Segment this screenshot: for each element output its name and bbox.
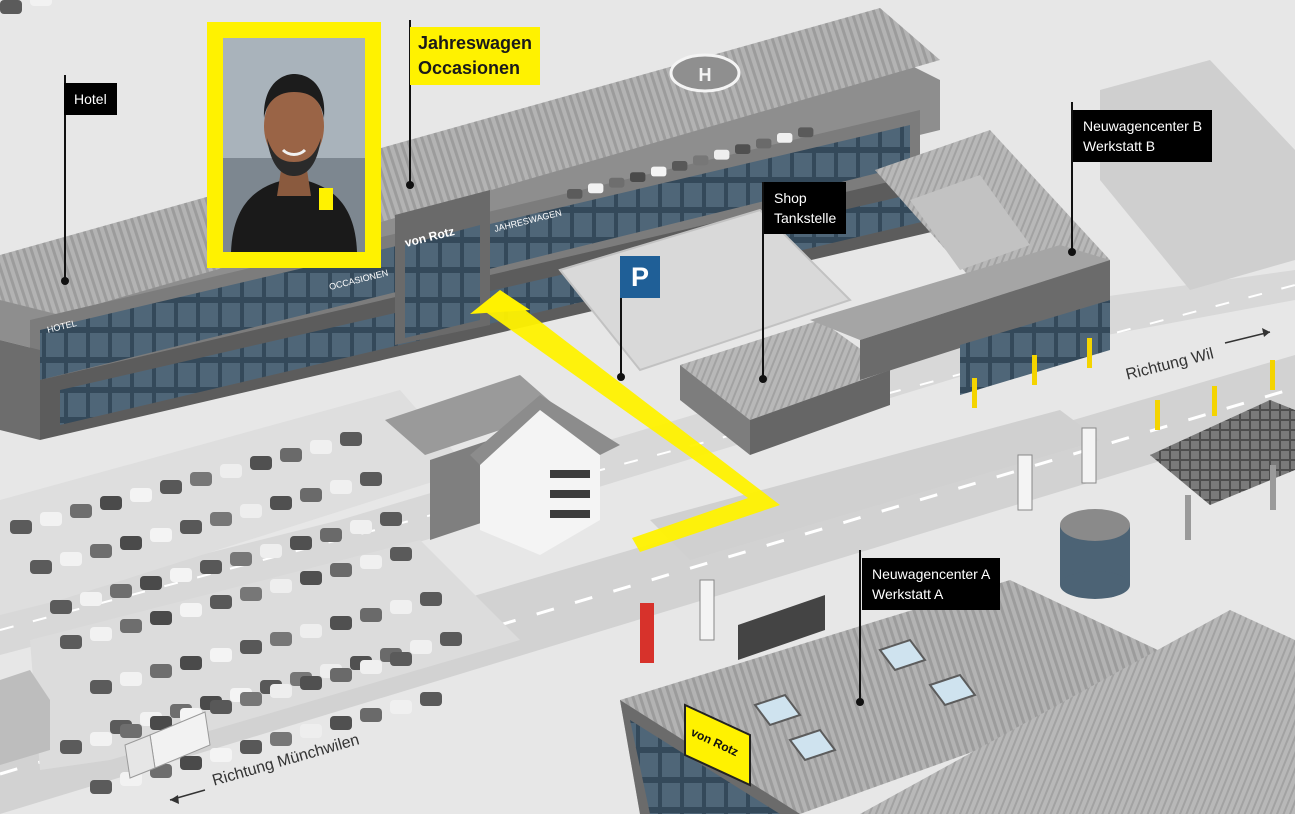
pylon (699, 579, 715, 641)
person-portrait (223, 38, 365, 252)
pin-line-parking (620, 256, 622, 376)
road-access (650, 410, 1100, 560)
neuwagencenter-b-building (810, 130, 1110, 395)
neuwagencenter-a-building: von Rotz (620, 580, 1200, 814)
pin-line-center-b (1071, 102, 1073, 252)
pin-dot-jahreswagen (406, 181, 414, 189)
pylon (1017, 454, 1033, 511)
contact-photo (223, 38, 365, 252)
parked-cars-west (0, 0, 462, 734)
pin-dot-hotel (61, 277, 69, 285)
round-tower (1060, 509, 1130, 599)
shed (0, 670, 50, 765)
helipad (669, 53, 741, 93)
pin-dot-center-b (1068, 248, 1076, 256)
pin-dot-parking (617, 373, 625, 381)
pin-line-jahreswagen (409, 20, 411, 185)
flags (972, 338, 1275, 430)
fuel-canopy (1150, 400, 1295, 540)
pin-line-center-a (859, 550, 861, 702)
lane-marking (0, 386, 1295, 776)
billboard (738, 595, 825, 660)
route-arrow (470, 290, 780, 552)
helipad-letter: H (699, 65, 712, 85)
direction-arrows (169, 328, 1271, 804)
curved-building (860, 610, 1295, 814)
label-neuwagencenter-a: Neuwagencenter A Werkstatt A (862, 558, 1001, 610)
pin-line-shop (762, 182, 764, 379)
pin-dot-shop (759, 375, 767, 383)
pin-dot-center-a (856, 698, 864, 706)
pin-line-hotel (64, 75, 66, 280)
contact-photo-frame (207, 22, 381, 268)
label-neuwagencenter-b: Neuwagencenter B Werkstatt B (1073, 110, 1213, 162)
label-jahreswagen-occasionen: Jahreswagen Occasionen (410, 27, 541, 85)
pylon (640, 603, 654, 663)
parking-deck (558, 208, 852, 372)
label-shop-tankstelle: Shop Tankstelle (764, 182, 847, 234)
label-hotel: Hotel (64, 83, 117, 115)
shop-building (680, 320, 890, 455)
pylon (1081, 427, 1097, 484)
truck (124, 711, 211, 779)
parking-sign: P (620, 256, 660, 298)
small-house (385, 375, 620, 555)
parking-lot-west (0, 390, 470, 615)
